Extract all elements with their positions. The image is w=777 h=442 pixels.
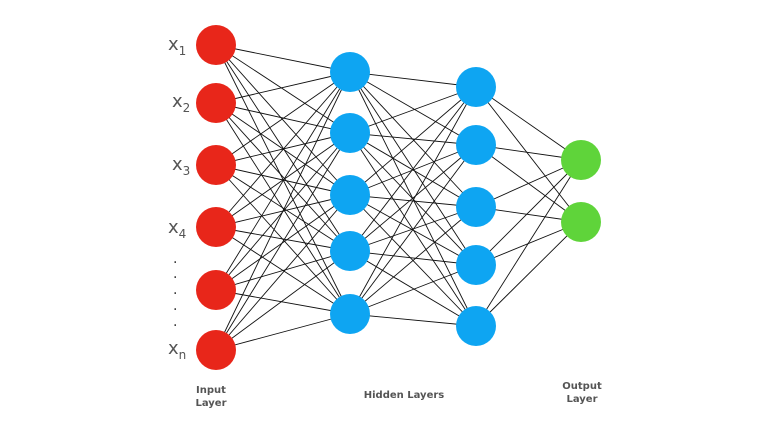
input-neuron — [196, 207, 236, 247]
input-neuron — [196, 83, 236, 123]
connection-line — [475, 221, 582, 327]
connection-line — [215, 71, 351, 166]
connection-line — [349, 71, 477, 208]
ellipsis-dot: . — [173, 266, 177, 282]
hidden-neuron — [330, 231, 370, 271]
connection-line — [349, 71, 477, 146]
connection-line — [349, 86, 477, 134]
connection-line — [349, 250, 477, 327]
connection-line — [215, 71, 351, 351]
output-layer-caption-line2: Layer — [566, 394, 597, 405]
hidden-neuron — [456, 306, 496, 346]
hidden-neuron — [456, 187, 496, 227]
connection-line — [349, 86, 477, 315]
input-label-x2: x2 — [172, 91, 190, 115]
connection-line — [215, 226, 351, 252]
connection-line — [349, 86, 477, 252]
connection-line — [475, 159, 582, 327]
neurons — [196, 25, 601, 370]
connection-line — [215, 71, 351, 228]
ellipsis-dot: . — [173, 314, 177, 330]
connection-line — [349, 313, 477, 327]
connection-line — [215, 132, 351, 228]
output-neuron — [561, 140, 601, 180]
connection-line — [349, 264, 477, 315]
connection-line — [215, 289, 351, 315]
hidden-neuron — [456, 67, 496, 107]
connection-line — [349, 250, 477, 266]
connection-line — [475, 86, 582, 223]
connections — [215, 44, 582, 351]
input-neuron — [196, 330, 236, 370]
ellipsis-dot: . — [173, 251, 177, 267]
output-layer-caption-line1: Output — [562, 381, 602, 392]
connection-line — [349, 144, 477, 252]
input-labels: x1 x2 x3 x4 xn — [168, 34, 190, 362]
ellipsis: . . . . . — [173, 251, 177, 330]
connection-line — [349, 132, 477, 146]
hidden-neuron — [456, 245, 496, 285]
hidden-layers-caption: Hidden Layers — [364, 390, 445, 401]
hidden-neuron — [330, 52, 370, 92]
connection-line — [349, 206, 477, 315]
connection-line — [215, 132, 351, 351]
input-label-xn: xn — [168, 338, 186, 362]
connection-line — [475, 86, 582, 161]
connection-line — [215, 71, 351, 291]
connection-line — [215, 194, 351, 291]
input-neuron — [196, 145, 236, 185]
connection-line — [475, 159, 582, 266]
connection-line — [215, 71, 351, 104]
input-layer-caption-line2: Layer — [195, 398, 226, 409]
connection-line — [349, 71, 477, 88]
input-neuron — [196, 270, 236, 310]
hidden-neuron — [330, 294, 370, 334]
connection-line — [349, 86, 477, 196]
connection-line — [215, 44, 351, 73]
connection-line — [215, 250, 351, 351]
connection-line — [215, 313, 351, 351]
ellipsis-dot: . — [173, 282, 177, 298]
input-layer-caption-line1: Input — [196, 385, 226, 396]
connection-line — [349, 144, 477, 196]
layer-captions: Input Layer Hidden Layers Output Layer — [195, 381, 601, 409]
output-neuron — [561, 202, 601, 242]
ellipsis-dot: . — [173, 298, 177, 314]
connection-line — [215, 194, 351, 351]
connection-line — [215, 44, 351, 252]
connection-line — [215, 250, 351, 291]
connection-line — [215, 164, 351, 315]
connection-line — [215, 164, 351, 252]
input-label-x1: x1 — [168, 34, 186, 58]
hidden-neuron — [456, 125, 496, 165]
connection-line — [349, 144, 477, 315]
input-label-x4: x4 — [168, 217, 186, 241]
hidden-neuron — [330, 175, 370, 215]
connection-line — [215, 102, 351, 252]
connection-line — [349, 132, 477, 266]
hidden-neuron — [330, 113, 370, 153]
input-label-x3: x3 — [172, 154, 190, 178]
input-neuron — [196, 25, 236, 65]
